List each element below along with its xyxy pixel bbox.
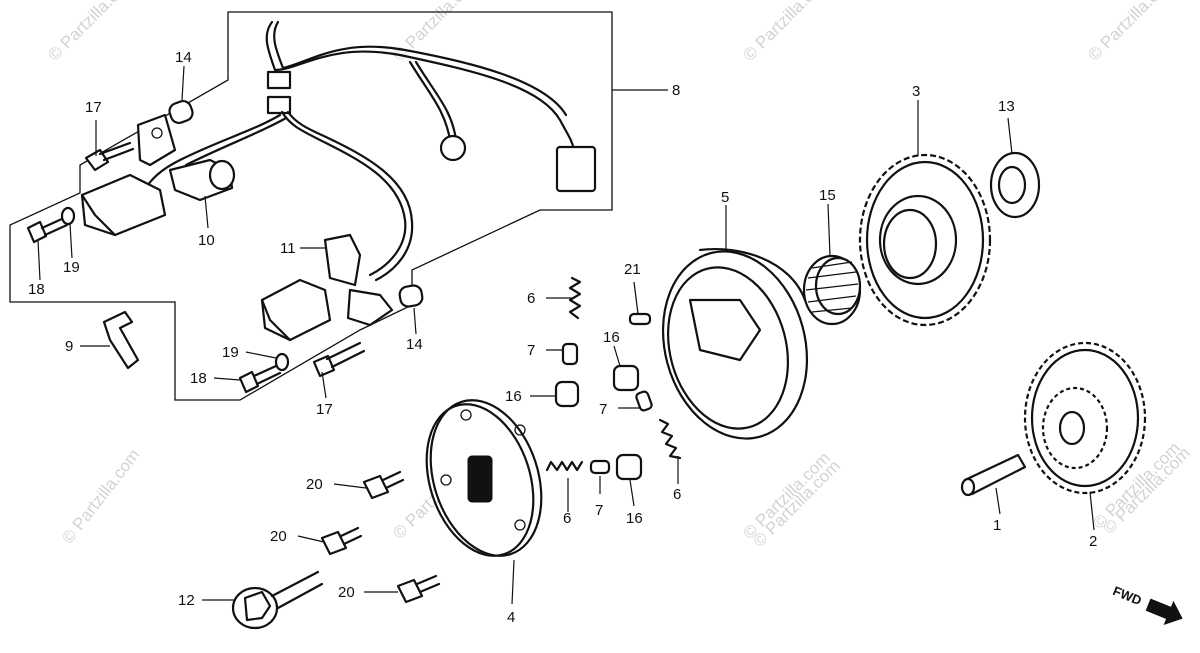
watermark: © Partzilla.com bbox=[44, 0, 138, 65]
callout-16a: 16 bbox=[505, 388, 522, 405]
exciter-coil bbox=[260, 233, 394, 342]
bolt-17a bbox=[84, 141, 135, 172]
callout-21: 21 bbox=[624, 261, 641, 278]
callout-20b: 20 bbox=[270, 528, 287, 545]
callout-6b: 6 bbox=[563, 510, 571, 527]
callout-14a: 14 bbox=[175, 49, 192, 66]
driven-gear bbox=[858, 153, 992, 327]
callout-17a: 17 bbox=[85, 99, 102, 116]
callout-7b: 7 bbox=[599, 401, 607, 418]
callout-19a: 19 bbox=[63, 259, 80, 276]
pulser-generator bbox=[80, 113, 236, 237]
collar-14b bbox=[398, 284, 424, 308]
roller-16b bbox=[612, 364, 640, 392]
reduction-gear bbox=[1023, 341, 1147, 495]
bolt-20a bbox=[362, 470, 405, 500]
fwd-label: FWD bbox=[1111, 583, 1144, 608]
bolt-17b bbox=[312, 341, 366, 378]
callout-10: 10 bbox=[198, 232, 215, 249]
callout-9: 9 bbox=[65, 338, 73, 355]
wire-clamp-icon bbox=[266, 70, 292, 90]
roller-16a bbox=[554, 380, 580, 408]
starter-clutch-outer bbox=[661, 248, 809, 440]
bolt-20b bbox=[320, 526, 363, 556]
callout-6c: 6 bbox=[673, 486, 681, 503]
wiring-harness bbox=[143, 20, 597, 282]
spring-6b bbox=[545, 460, 584, 472]
callout-1: 1 bbox=[993, 517, 1001, 534]
plunger-7c bbox=[589, 459, 611, 475]
watermark: © Partzilla.com bbox=[739, 448, 833, 542]
watermark: © Partzilla.com bbox=[749, 456, 843, 550]
callout-3: 3 bbox=[912, 83, 920, 100]
callout-13: 13 bbox=[998, 98, 1015, 115]
flange-bolt-12 bbox=[231, 570, 324, 630]
callout-6a: 6 bbox=[527, 290, 535, 307]
watermark: © Partzilla.com bbox=[1084, 0, 1178, 65]
fwd-indicator: FWD bbox=[1111, 583, 1183, 626]
thrust-washer bbox=[989, 151, 1041, 219]
dowel-pin-21 bbox=[628, 312, 652, 326]
harness-enclosure-outline bbox=[9, 11, 613, 401]
spring-6a bbox=[568, 276, 582, 320]
callout-8: 8 bbox=[672, 82, 680, 99]
callout-11: 11 bbox=[280, 240, 296, 257]
callout-14b: 14 bbox=[406, 336, 423, 353]
callout-18b: 18 bbox=[190, 370, 207, 387]
plunger-7a bbox=[561, 342, 579, 366]
callout-17b: 17 bbox=[316, 401, 333, 418]
callout-20c: 20 bbox=[338, 584, 355, 601]
bolt-20c bbox=[396, 574, 441, 604]
screw-18a bbox=[26, 206, 76, 244]
starter-clutch-plate bbox=[425, 399, 543, 557]
watermark: © Partzilla.com bbox=[739, 0, 833, 65]
watermark: © Partzilla.com bbox=[58, 445, 144, 547]
wire-clamp-9 bbox=[102, 310, 140, 370]
connector-bullet-icon bbox=[439, 134, 467, 162]
collar-14a bbox=[168, 99, 194, 125]
connector-block-icon bbox=[555, 145, 597, 193]
callout-12: 12 bbox=[178, 592, 195, 609]
callout-18a: 18 bbox=[28, 281, 45, 298]
fwd-arrow-icon bbox=[1145, 598, 1183, 626]
callout-16c: 16 bbox=[626, 510, 643, 527]
callout-19b: 19 bbox=[222, 344, 239, 361]
callout-5: 5 bbox=[721, 189, 729, 206]
reduction-shaft bbox=[960, 453, 1027, 497]
leader-lines bbox=[37, 65, 1095, 605]
callout-4: 4 bbox=[507, 609, 515, 626]
screw-18b bbox=[238, 352, 290, 394]
callout-16b: 16 bbox=[603, 329, 620, 346]
needle-bearing bbox=[802, 254, 862, 326]
plunger-7b bbox=[635, 390, 653, 412]
callout-2: 2 bbox=[1089, 533, 1097, 550]
spring-6c bbox=[658, 418, 682, 460]
callout-labels: 1 2 3 4 5 6 6 6 7 7 7 8 9 10 11 12 13 14… bbox=[28, 49, 1097, 626]
callout-7a: 7 bbox=[527, 342, 535, 359]
callout-7c: 7 bbox=[595, 502, 603, 519]
roller-16c bbox=[615, 453, 643, 481]
callout-15: 15 bbox=[819, 187, 836, 204]
callout-20a: 20 bbox=[306, 476, 323, 493]
